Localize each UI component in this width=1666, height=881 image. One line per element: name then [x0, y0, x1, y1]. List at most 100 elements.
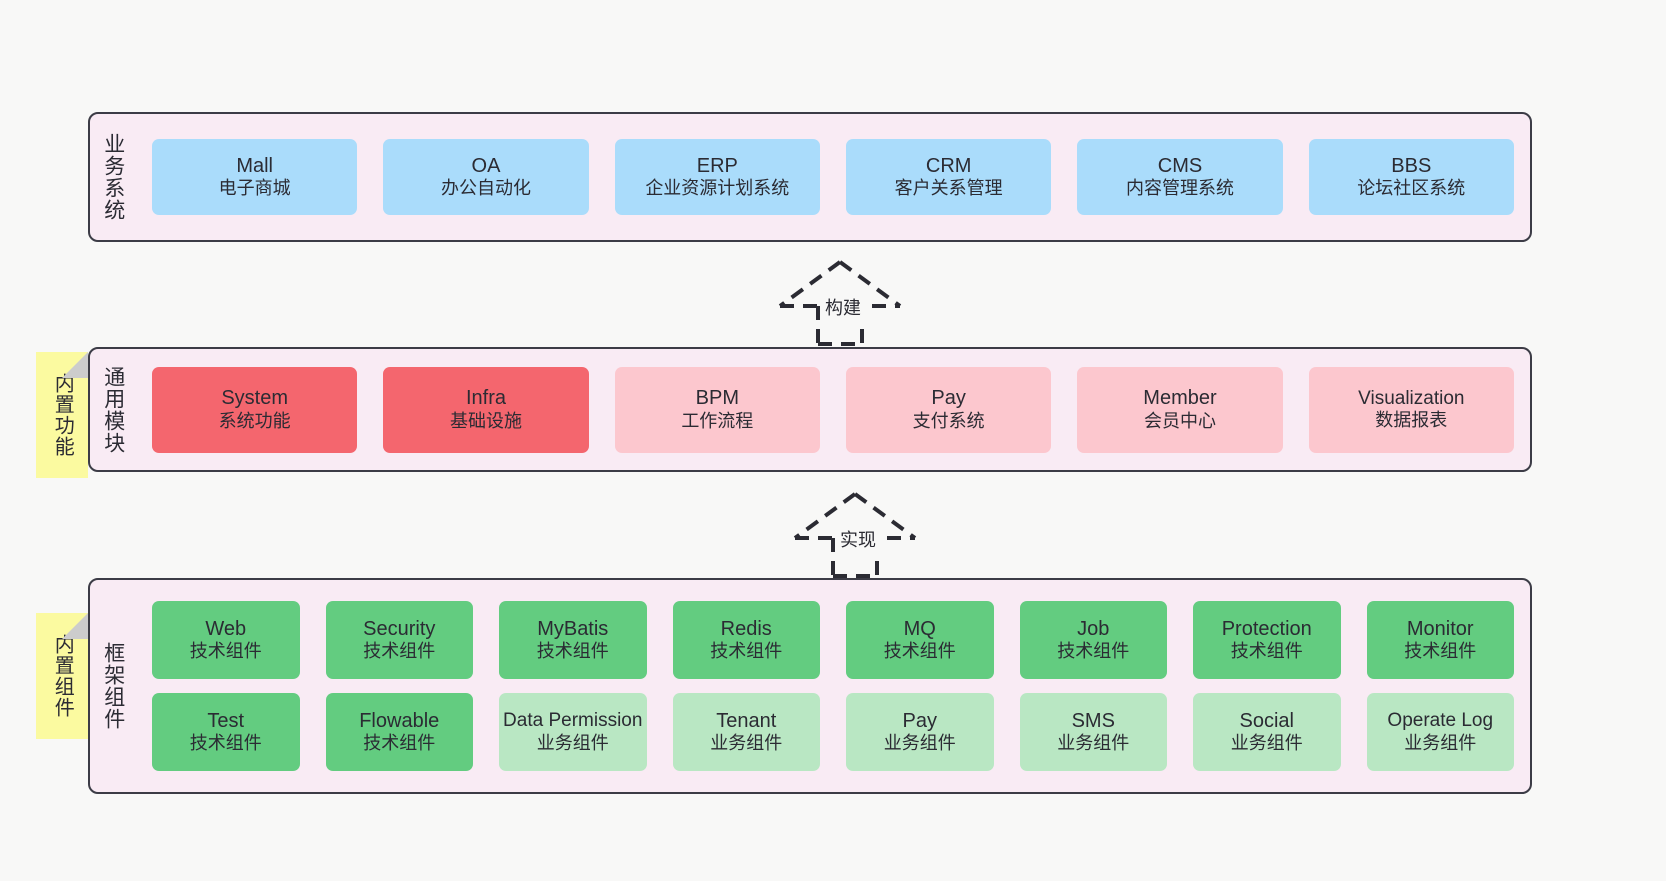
business-card-crm-name: CRM [925, 154, 972, 177]
business-card-bbs-name: BBS [1391, 154, 1432, 177]
module-card-visualization[interactable]: Visualization 数据报表 [1308, 366, 1514, 453]
business-card-oa-desc: 办公自动化 [440, 178, 531, 199]
business-card-cms-desc: 内容管理系统 [1125, 178, 1234, 199]
framework-card-security-name: Security [363, 617, 436, 640]
module-card-infra[interactable]: Infra 基础设施 [383, 366, 589, 453]
framework-card-security[interactable]: Security 技术组件 [325, 601, 473, 679]
business-card-mall-desc: 电子商城 [218, 178, 291, 199]
note-builtin-features: 内置功能 [36, 352, 88, 478]
framework-card-social[interactable]: Social 业务组件 [1193, 693, 1341, 771]
framework-card-social-name: Social [1239, 709, 1294, 732]
framework-card-protection-name: Protection [1221, 617, 1312, 640]
module-card-pay-name: Pay [931, 387, 966, 410]
business-card-erp-desc: 企业资源计划系统 [645, 178, 790, 199]
framework-card-sms-name: SMS [1071, 709, 1115, 732]
framework-card-redis-name: Redis [720, 617, 772, 640]
framework-card-data-permission-name: Data Permission [503, 710, 643, 732]
layer-common-modules: 通用模块 System 系统功能 Infra 基础设施 BPM 工作流程 Pay… [88, 347, 1532, 472]
business-card-oa[interactable]: OA 办公自动化 [383, 139, 589, 215]
framework-card-data-permission[interactable]: Data Permission 业务组件 [499, 693, 647, 771]
business-card-crm-desc: 客户关系管理 [894, 178, 1003, 199]
module-card-member-desc: 会员中心 [1143, 410, 1216, 431]
connector-implement-label: 实现 [837, 526, 879, 552]
business-card-erp-name: ERP [696, 154, 738, 177]
framework-card-test[interactable]: Test 技术组件 [152, 693, 300, 771]
layer-framework-components: 框架组件 Web 技术组件 Security 技术组件 MyBatis 技术组件… [88, 578, 1532, 794]
framework-card-monitor-desc: 技术组件 [1404, 641, 1477, 662]
framework-card-redis[interactable]: Redis 技术组件 [672, 601, 820, 679]
module-card-infra-name: Infra [465, 387, 506, 410]
business-card-oa-name: OA [471, 154, 501, 177]
framework-card-monitor-name: Monitor [1406, 617, 1474, 640]
module-card-pay[interactable]: Pay 支付系统 [845, 366, 1052, 453]
framework-card-test-name: Test [207, 709, 245, 732]
layer-business-system-body: Mall 电子商城 OA 办公自动化 ERP 企业资源计划系统 CRM 客户关系… [136, 114, 1530, 240]
module-card-bpm[interactable]: BPM 工作流程 [614, 366, 820, 453]
module-card-member-name: Member [1143, 387, 1217, 410]
framework-card-flowable[interactable]: Flowable 技术组件 [325, 693, 473, 771]
note-builtin-features-text: 内置功能 [51, 373, 74, 457]
framework-card-test-desc: 技术组件 [189, 733, 262, 754]
framework-card-monitor[interactable]: Monitor 技术组件 [1366, 601, 1514, 679]
connector-build: 构建 [750, 258, 930, 346]
framework-card-operate-log[interactable]: Operate Log 业务组件 [1366, 693, 1514, 771]
framework-card-pay-name: Pay [902, 709, 937, 732]
business-card-crm[interactable]: CRM 客户关系管理 [845, 139, 1052, 215]
framework-card-web-name: Web [205, 617, 247, 640]
framework-card-web-desc: 技术组件 [189, 641, 262, 662]
module-card-visualization-name: Visualization [1358, 387, 1465, 409]
framework-card-mq-name: MQ [903, 617, 936, 640]
business-card-erp[interactable]: ERP 企业资源计划系统 [614, 139, 820, 215]
business-card-cms-name: CMS [1157, 154, 1203, 177]
module-card-pay-desc: 支付系统 [912, 410, 985, 431]
business-card-mall[interactable]: Mall 电子商城 [152, 139, 358, 215]
framework-card-pay-desc: 业务组件 [883, 733, 956, 754]
framework-card-protection-desc: 技术组件 [1230, 641, 1303, 662]
framework-card-mq-desc: 技术组件 [883, 641, 956, 662]
note-builtin-components-text: 内置组件 [51, 634, 74, 718]
business-card-bbs[interactable]: BBS 论坛社区系统 [1308, 139, 1514, 215]
framework-card-job[interactable]: Job 技术组件 [1019, 601, 1167, 679]
framework-card-job-desc: 技术组件 [1057, 641, 1130, 662]
framework-card-security-desc: 技术组件 [363, 641, 436, 662]
common-modules-row: System 系统功能 Infra 基础设施 BPM 工作流程 Pay 支付系统… [152, 366, 1514, 453]
business-card-bbs-desc: 论坛社区系统 [1357, 178, 1466, 199]
framework-row-2: Test 技术组件 Flowable 技术组件 Data Permission … [152, 693, 1514, 771]
framework-card-mybatis[interactable]: MyBatis 技术组件 [499, 601, 647, 679]
framework-card-mq[interactable]: MQ 技术组件 [846, 601, 994, 679]
framework-card-redis-desc: 技术组件 [710, 641, 783, 662]
module-card-bpm-desc: 工作流程 [681, 410, 754, 431]
business-system-row: Mall 电子商城 OA 办公自动化 ERP 企业资源计划系统 CRM 客户关系… [152, 139, 1514, 215]
layer-framework-components-title: 框架组件 [101, 642, 125, 730]
layer-business-system: 业务系统 Mall 电子商城 OA 办公自动化 ERP 企业资源计划系统 CRM… [88, 112, 1532, 242]
business-card-mall-name: Mall [236, 154, 273, 177]
framework-card-web[interactable]: Web 技术组件 [152, 601, 300, 679]
module-card-system[interactable]: System 系统功能 [152, 366, 358, 453]
framework-card-protection[interactable]: Protection 技术组件 [1193, 601, 1341, 679]
framework-card-flowable-name: Flowable [359, 709, 440, 732]
module-card-infra-desc: 基础设施 [449, 410, 522, 431]
framework-card-tenant[interactable]: Tenant 业务组件 [672, 693, 820, 771]
framework-card-sms[interactable]: SMS 业务组件 [1019, 693, 1167, 771]
layer-common-modules-body: System 系统功能 Infra 基础设施 BPM 工作流程 Pay 支付系统… [136, 349, 1530, 470]
layer-framework-components-body: Web 技术组件 Security 技术组件 MyBatis 技术组件 Redi… [136, 580, 1530, 792]
module-card-system-name: System [221, 387, 288, 410]
module-card-member[interactable]: Member 会员中心 [1077, 366, 1283, 453]
framework-card-flowable-desc: 技术组件 [363, 733, 436, 754]
framework-card-social-desc: 业务组件 [1230, 733, 1303, 754]
framework-card-mybatis-name: MyBatis [537, 617, 609, 640]
framework-card-pay[interactable]: Pay 业务组件 [846, 693, 994, 771]
module-card-bpm-name: BPM [695, 387, 739, 410]
framework-card-data-permission-desc: 业务组件 [536, 732, 609, 753]
framework-card-operate-log-name: Operate Log [1387, 710, 1494, 732]
business-card-cms[interactable]: CMS 内容管理系统 [1077, 139, 1283, 215]
module-card-system-desc: 系统功能 [218, 410, 291, 431]
layer-common-modules-title: 通用模块 [101, 365, 125, 454]
framework-card-tenant-desc: 业务组件 [710, 733, 783, 754]
framework-card-sms-desc: 业务组件 [1057, 733, 1130, 754]
module-card-visualization-desc: 数据报表 [1375, 410, 1448, 431]
framework-card-tenant-name: Tenant [716, 709, 777, 732]
layer-business-system-title: 业务系统 [101, 133, 125, 221]
framework-card-job-name: Job [1077, 617, 1110, 640]
